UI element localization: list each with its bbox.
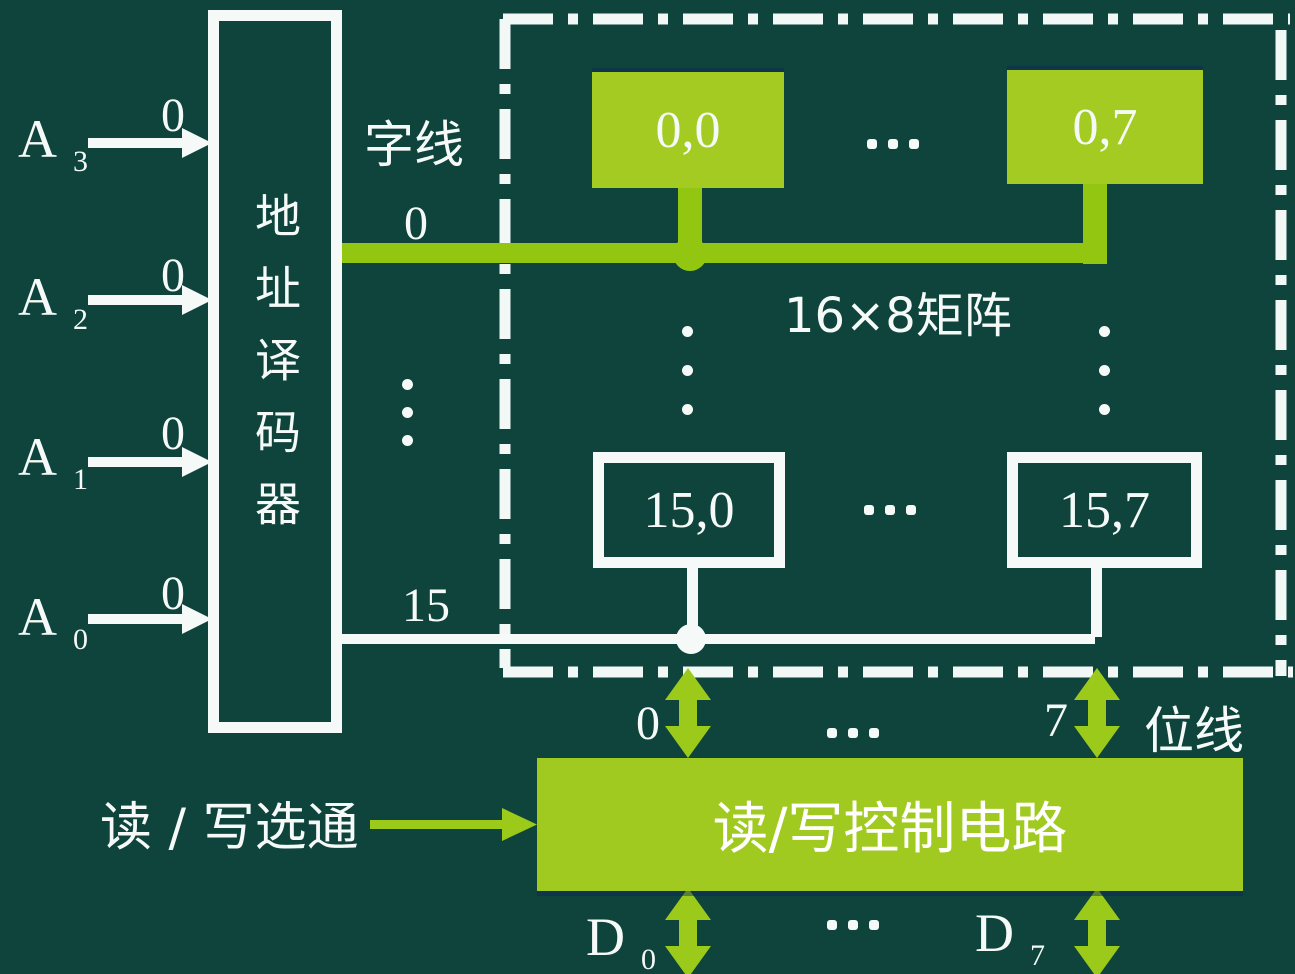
memory-cell-15-7: 15,7	[1007, 452, 1202, 568]
bit-line-0-label: 0	[636, 697, 660, 750]
read-write-control-box: 读/写控制电路	[537, 758, 1243, 891]
vertical-ellipsis-icon	[682, 326, 693, 415]
bit-line-0-arrow	[665, 668, 711, 758]
vertical-ellipsis-icon	[402, 379, 413, 446]
word-line-0	[336, 180, 1107, 271]
input-a3-bit: 0	[161, 89, 185, 142]
word-line-title: 字线	[364, 116, 464, 174]
cell-0-0-label: 0,0	[655, 101, 721, 159]
word-line-15	[342, 565, 1102, 654]
input-a2-bit: 0	[161, 249, 185, 302]
a3-arrow	[88, 128, 212, 158]
horizontal-ellipsis-icon	[867, 139, 919, 149]
a0-arrow	[88, 604, 212, 634]
input-a1-bit: 0	[161, 407, 185, 460]
memory-cell-0-7: 0,7	[1007, 70, 1203, 184]
address-input-arrows	[88, 128, 212, 634]
data-line-0-arrow	[665, 888, 711, 974]
memory-cell-15-0: 15,0	[593, 452, 785, 568]
bidirectional-arrows	[665, 668, 1120, 974]
horizontal-ellipsis-icon	[827, 728, 879, 738]
bit-line-7-arrow	[1074, 668, 1120, 758]
word-line-0-label: 0	[404, 197, 428, 250]
memory-cell-0-0: 0,0	[592, 72, 784, 188]
read-write-control-label: 读/写控制电路	[712, 797, 1068, 862]
address-decoder-label: 地址译码器	[248, 191, 302, 552]
bit-line-7-label: 7	[1044, 694, 1068, 747]
read-write-strobe-label: 读 / 写选通	[100, 798, 359, 858]
strobe-arrow	[370, 808, 537, 841]
a2-arrow	[88, 285, 212, 315]
word-line-15-label: 15	[402, 579, 450, 632]
matrix-title: 16×8矩阵	[784, 288, 1012, 344]
vertical-ellipsis-icon	[1099, 326, 1110, 415]
bit-line-title: 位线	[1144, 702, 1244, 760]
horizontal-ellipsis-icon	[827, 920, 879, 930]
matrix-border	[499, 13, 1293, 678]
data-line-7-arrow	[1074, 888, 1120, 974]
cell-0-7-label: 0,7	[1072, 98, 1138, 156]
cell-15-0-label: 15,0	[643, 481, 735, 539]
horizontal-ellipsis-icon	[864, 505, 916, 515]
input-a0-bit: 0	[161, 567, 185, 620]
cell-15-7-label: 15,7	[1059, 481, 1150, 539]
a1-arrow	[88, 447, 212, 477]
address-decoder-box: 地址译码器	[208, 10, 342, 733]
